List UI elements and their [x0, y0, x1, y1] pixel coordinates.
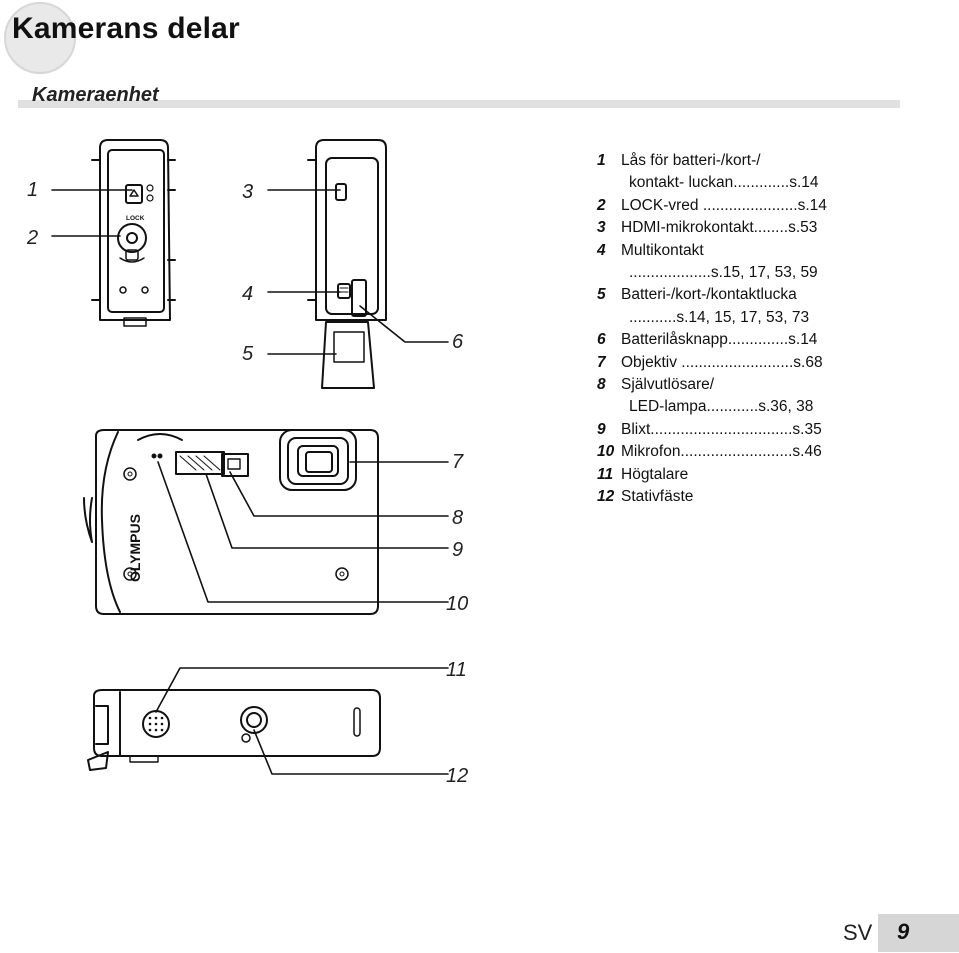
callout-8: 8 — [452, 507, 464, 529]
brand-logo-text: OLYMPUS — [127, 514, 143, 582]
section-divider — [18, 100, 900, 108]
callout-5: 5 — [242, 343, 254, 365]
callout-12: 12 — [446, 765, 469, 787]
callout-2: 2 — [27, 227, 39, 249]
corner-badge — [4, 2, 76, 74]
page-number: 9 — [897, 919, 910, 944]
language-code: SV — [843, 920, 873, 945]
callout-1: 1 — [27, 179, 39, 201]
section-heading: Kameraenhet — [32, 84, 159, 106]
callout-11: 11 — [446, 659, 467, 681]
camera-side-view-lock: LOCK — [51, 139, 176, 327]
callout-9: 9 — [452, 539, 464, 561]
camera-front-view: OLYMPUS — [83, 429, 449, 615]
page-number-tab — [878, 914, 959, 952]
page-title: Kamerans delar — [12, 12, 240, 45]
callout-10: 10 — [446, 593, 469, 615]
callout-4: 4 — [242, 283, 254, 305]
camera-bottom-view — [87, 667, 449, 775]
callout-7: 7 — [452, 451, 464, 473]
callout-6: 6 — [452, 331, 464, 353]
callout-3: 3 — [242, 181, 254, 203]
lock-marking: LOCK — [126, 215, 145, 222]
camera-side-view-connectors — [267, 139, 449, 389]
